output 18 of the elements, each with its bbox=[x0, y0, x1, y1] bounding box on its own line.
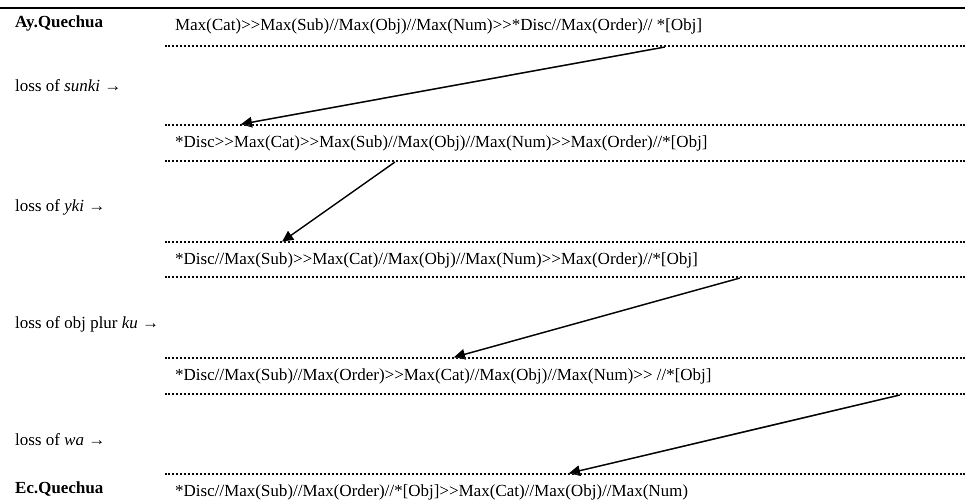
arrow bbox=[568, 394, 900, 476]
constraint-ranking: Max(Cat)>>Max(Sub)//Max(Obj)//Max(Num)>>*Disc//Max(Order)// *[Obj] bbox=[175, 15, 702, 35]
change-label: loss of sunki → bbox=[15, 76, 122, 96]
constraint-ranking: *Disc//Max(Sub)//Max(Order)//*[Obj]>>Max(Cat)//Max(Obj)//Max(Num) bbox=[175, 481, 688, 501]
language-name: Ec.Quechua bbox=[15, 478, 104, 498]
constraint-ranking: *Disc>>Max(Cat)>>Max(Sub)//Max(Obj)//Max(Num)>>Max(Order)//*[Obj] bbox=[175, 132, 708, 152]
ranking-row bbox=[165, 357, 965, 395]
change-label: loss of obj plur ku → bbox=[15, 313, 160, 333]
ranking-row bbox=[165, 124, 965, 162]
arrow bbox=[282, 161, 396, 242]
language-name: Ay.Quechua bbox=[15, 12, 104, 32]
constraint-ranking: *Disc//Max(Sub)//Max(Order)>>Max(Cat)//Max(Obj)//Max(Num)>> //*[Obj] bbox=[175, 365, 712, 385]
arrow bbox=[240, 46, 666, 128]
constraint-ranking: *Disc//Max(Sub)>>Max(Cat)//Max(Obj)//Max(Num)>>Max(Order)//*[Obj] bbox=[175, 249, 698, 269]
change-label: loss of wa → bbox=[15, 430, 106, 450]
change-label: loss of yki → bbox=[15, 196, 106, 216]
arrow bbox=[454, 277, 740, 360]
ranking-row bbox=[165, 241, 965, 278]
